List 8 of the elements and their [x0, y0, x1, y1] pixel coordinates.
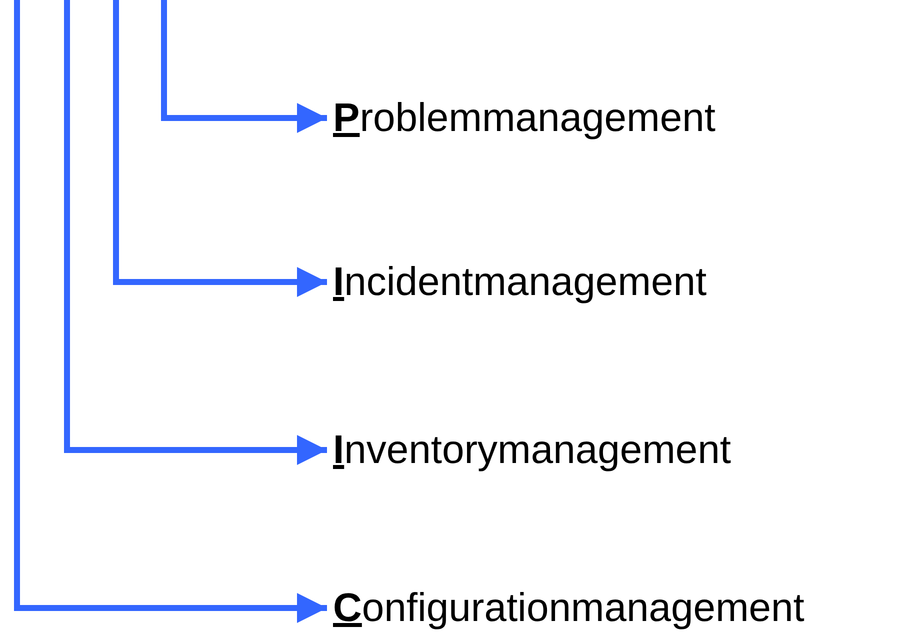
arrow: [161, 0, 327, 133]
process-label: Problemmanagement: [333, 95, 716, 141]
arrow: [64, 0, 327, 465]
arrow: [113, 0, 327, 297]
arrow: [14, 0, 327, 623]
process-label: Inventorymanagement: [333, 427, 732, 473]
process-label: Configurationmanagement: [333, 585, 804, 631]
process-label: Incidentmanagement: [333, 259, 707, 305]
